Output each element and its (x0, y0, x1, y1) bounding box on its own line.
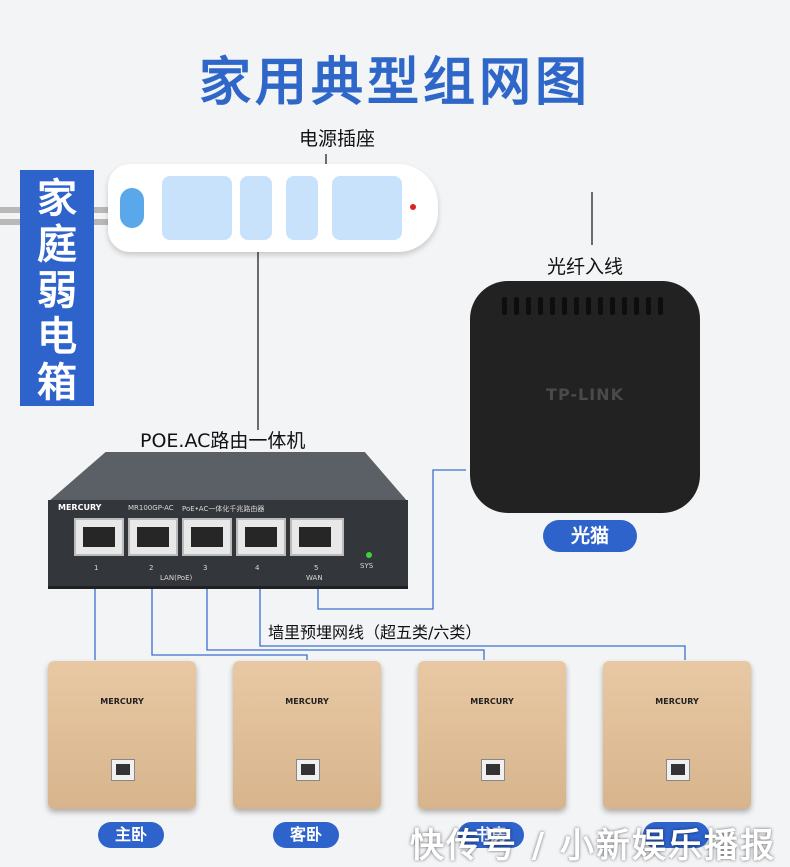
router-lan-port (128, 518, 178, 556)
modem-name-badge: 光猫 (543, 520, 637, 552)
cable-line-panel-3 (206, 560, 485, 660)
power-strip (108, 164, 438, 252)
power-switch-icon (120, 188, 144, 228)
socket-icon (240, 176, 272, 240)
panel-brand: MERCURY (655, 697, 699, 706)
room-label (643, 822, 709, 848)
router-model: MR100GP-AC (128, 504, 174, 512)
socket-icon (286, 176, 318, 240)
router-desc: PoE•AC一体化千兆路由器 (182, 505, 265, 513)
router-port-number: 2 (149, 564, 154, 572)
modem-device: TP-LINK (470, 281, 700, 513)
router-port-number: 3 (203, 564, 208, 572)
cable-line-panel-4 (259, 560, 686, 660)
socket-icon (162, 176, 232, 240)
ethernet-jack-icon (481, 759, 505, 781)
router-lan-label: LAN(PoE) (160, 574, 193, 582)
ethernet-jack-icon (111, 759, 135, 781)
router-wan-port (290, 518, 344, 556)
modem-vents-icon (502, 297, 663, 315)
room-label: 客卧 (273, 822, 339, 848)
sys-led-icon (366, 552, 372, 558)
router-sys-label: SYS (360, 562, 374, 570)
modem-brand: TP-LINK (546, 385, 624, 404)
cable-line-wan (317, 469, 466, 610)
router-lan-port (74, 518, 124, 556)
router-top (48, 452, 408, 502)
room-label: 书房 (458, 822, 524, 848)
cabinet-label: 家庭弱电箱 (20, 170, 94, 406)
router-port-number: 5 (314, 564, 319, 572)
power-led-icon (410, 204, 416, 210)
panel-brand: MERCURY (470, 697, 514, 706)
watermark: 快传号 / 小新娱乐播报 (409, 826, 776, 866)
room-label: 主卧 (98, 822, 164, 848)
router-label: POE.AC路由一体机 (140, 430, 306, 452)
wall-panel-ap: MERCURY (233, 661, 381, 809)
router-wan-label: WAN (306, 574, 323, 582)
page-title: 家用典型组网图 (198, 53, 591, 113)
router-brand: MERCURY (58, 503, 102, 512)
fiber-label: 光纤入线 (547, 256, 624, 278)
router-lan-port (236, 518, 286, 556)
panel-brand: MERCURY (100, 697, 144, 706)
ethernet-jack-icon (296, 759, 320, 781)
ethernet-jack-icon (666, 759, 690, 781)
wall-panel-ap: MERCURY (48, 661, 196, 809)
socket-icon (332, 176, 402, 240)
cable-label: 墙里预埋网线（超五类/六类） (268, 623, 482, 642)
panel-brand: MERCURY (285, 697, 329, 706)
router-port-number: 1 (94, 564, 99, 572)
router-port-number: 4 (255, 564, 260, 572)
cable-line-panel-2 (151, 560, 308, 660)
wall-panel-ap: MERCURY (418, 661, 566, 809)
power-strip-label: 电源插座 (299, 128, 376, 150)
wall-panel-ap: MERCURY (603, 661, 751, 809)
router-lan-port (182, 518, 232, 556)
